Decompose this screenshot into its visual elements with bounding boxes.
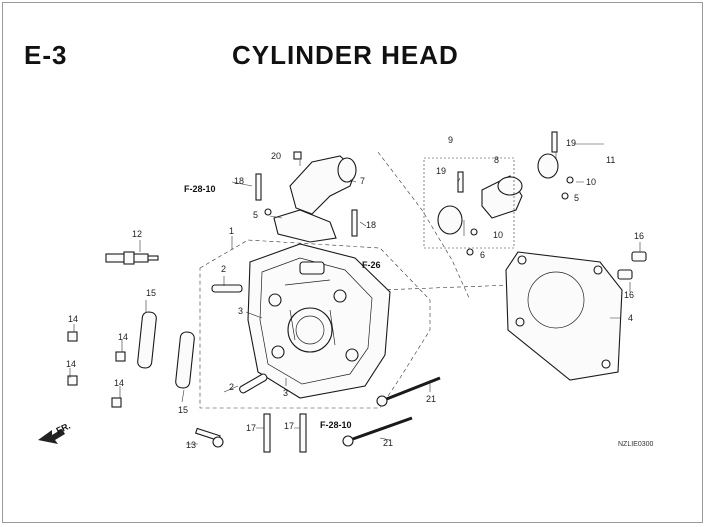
- callout-6: 6: [480, 250, 485, 260]
- dowel-2-top: [211, 284, 243, 293]
- callout-16-top: 16: [634, 231, 644, 241]
- dowel-pin-16-bottom: [617, 269, 633, 280]
- leader-lines: [69, 143, 641, 445]
- collar-14-a: [67, 331, 78, 342]
- callout-17-right: 17: [284, 421, 294, 431]
- nut-6: [466, 248, 474, 256]
- section-number: E-3: [24, 40, 68, 70]
- figure-code: NZLIE0300: [618, 441, 654, 448]
- callout-21-lower: 21: [383, 438, 393, 448]
- callout-1: 1: [229, 226, 234, 236]
- callout-5-right: 5: [574, 193, 579, 203]
- stud-bolt-17-right: [299, 413, 307, 453]
- reference-f-28-10-bottom: F-28-10: [320, 420, 352, 430]
- cam-chain-guide-15-right: [175, 331, 195, 389]
- front-label: FR.: [55, 421, 72, 436]
- callout-20: 20: [271, 151, 281, 161]
- callout-14-c: 14: [66, 359, 76, 369]
- callout-19-right: 19: [566, 138, 576, 148]
- callout-12: 12: [132, 229, 142, 239]
- bolt-20: [293, 151, 302, 160]
- stud-bolt-17-left: [263, 413, 271, 453]
- collar-14-c: [67, 375, 78, 386]
- screw-5-right: [561, 192, 569, 200]
- spark-plug: [105, 251, 159, 265]
- callout-5-left: 5: [253, 210, 258, 220]
- intake-guide-line: [377, 151, 471, 301]
- callout-14-b: 14: [118, 332, 128, 342]
- dowel-pin-16-top: [631, 251, 647, 262]
- stud-bolt-18-left: [255, 173, 262, 201]
- callout-17-left: 17: [246, 423, 256, 433]
- callout-15-bottom: 15: [178, 405, 188, 415]
- nut-10-left: [470, 228, 478, 236]
- callout-4: 4: [628, 313, 633, 323]
- head-bolt-21-upper: [376, 376, 441, 407]
- callout-14-d: 14: [114, 378, 124, 388]
- reference-f-26: F-26: [362, 260, 381, 270]
- callout-9: 9: [448, 135, 453, 145]
- intake-pipe: [273, 155, 357, 243]
- callout-16-bottom: 16: [624, 290, 634, 300]
- callout-8: 8: [494, 155, 499, 165]
- reference-f-28-10-top: F-28-10: [184, 184, 216, 194]
- callout-10-left: 10: [493, 230, 503, 240]
- flange-bolt-13: [194, 427, 224, 448]
- dowel-2-bottom: [239, 373, 268, 394]
- cam-chain-guide-15-left: [137, 311, 157, 369]
- stud-bolt-18-right: [351, 209, 358, 237]
- callout-7: 7: [360, 176, 365, 186]
- cylinder-head: [247, 243, 391, 399]
- front-arrow-icon: FR.: [38, 421, 72, 444]
- callout-11: 11: [606, 155, 615, 165]
- callout-21-upper: 21: [426, 394, 436, 404]
- callout-13: 13: [186, 440, 196, 450]
- insulator-8: [481, 175, 523, 219]
- callout-18-right: 18: [366, 220, 376, 230]
- collar-14-d: [111, 397, 122, 408]
- assembly-outline: [199, 239, 431, 409]
- head-bolt-21-lower: [342, 416, 413, 447]
- tube-clamp-9: [437, 171, 464, 235]
- callout-18-left: 18: [234, 176, 244, 186]
- callout-2-bottom: 2: [229, 382, 234, 392]
- callout-14-a: 14: [68, 314, 78, 324]
- nut-10-right: [566, 176, 574, 184]
- callout-3-bottom: 3: [283, 388, 288, 398]
- callout-15-top: 15: [146, 288, 156, 298]
- page-title: CYLINDER HEAD: [232, 40, 459, 70]
- callout-3-left: 3: [238, 306, 243, 316]
- callout-2-top: 2: [221, 264, 226, 274]
- tube-clamp-11: [537, 131, 559, 179]
- screw-5-left: [264, 208, 272, 216]
- cylinder-head-gasket: [505, 251, 623, 381]
- callout-10-right: 10: [586, 177, 596, 187]
- callout-19-left: 19: [436, 166, 446, 176]
- collar-14-b: [115, 351, 126, 362]
- clamp-group-box: [423, 157, 515, 249]
